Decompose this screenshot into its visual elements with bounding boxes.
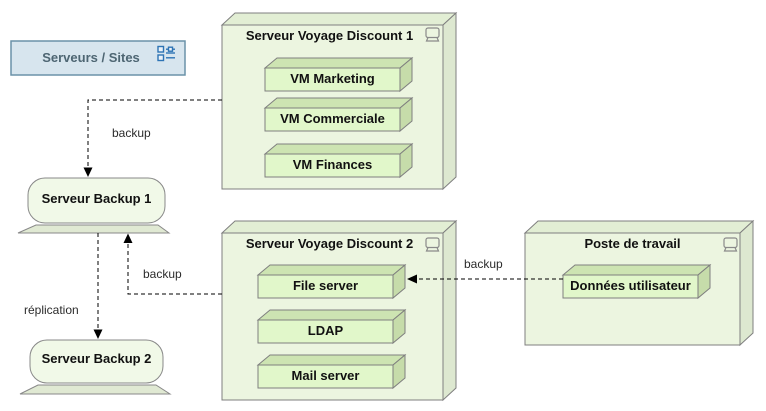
component-mail-server[interactable] xyxy=(256,353,407,390)
component-vm-marketing[interactable] xyxy=(263,56,414,93)
component-label: Données utilisateur xyxy=(570,278,691,293)
computer-node-icon xyxy=(723,237,738,252)
component-donnees-utilisateur[interactable] xyxy=(561,263,712,300)
edge-label-backup: backup xyxy=(464,257,503,271)
diagram-list-icon xyxy=(157,45,175,62)
edge-backup-server1-to-backup1[interactable] xyxy=(87,99,222,167)
node-server1-title: Serveur Voyage Discount 1 xyxy=(245,28,414,43)
legend-label: Serveurs / Sites xyxy=(42,50,140,65)
legend-box[interactable] xyxy=(10,40,186,76)
component-file-server[interactable] xyxy=(256,263,407,300)
node-backup1[interactable] xyxy=(17,177,171,234)
node-workstation-title: Poste de travail xyxy=(584,236,681,251)
edge-backup-server2-to-backup1[interactable] xyxy=(127,243,222,295)
arrowhead-down-icon xyxy=(93,329,103,339)
component-vm-commerciale[interactable] xyxy=(263,96,414,133)
component-label: VM Marketing xyxy=(290,71,375,86)
computer-node-icon xyxy=(425,27,440,42)
component-ldap[interactable] xyxy=(256,308,407,345)
arrowhead-left-icon xyxy=(407,274,417,284)
edge-label-backup: backup xyxy=(112,126,151,140)
component-label: Mail server xyxy=(291,368,360,383)
node-backup1-title: Serveur Backup 1 xyxy=(41,191,152,206)
component-label: VM Commerciale xyxy=(280,111,385,126)
node-backup2[interactable] xyxy=(19,339,172,395)
component-label: VM Finances xyxy=(292,157,373,172)
edge-label-replication: réplication xyxy=(24,303,79,317)
component-label: File server xyxy=(292,278,359,293)
component-label: LDAP xyxy=(307,323,344,338)
computer-node-icon xyxy=(425,237,440,252)
arrowhead-up-icon xyxy=(123,233,133,243)
node-backup2-title: Serveur Backup 2 xyxy=(41,351,152,366)
node-server2-title: Serveur Voyage Discount 2 xyxy=(245,236,414,251)
edge-label-backup: backup xyxy=(143,267,182,281)
arrowhead-down-icon xyxy=(83,167,93,177)
component-vm-finances[interactable] xyxy=(263,142,414,179)
